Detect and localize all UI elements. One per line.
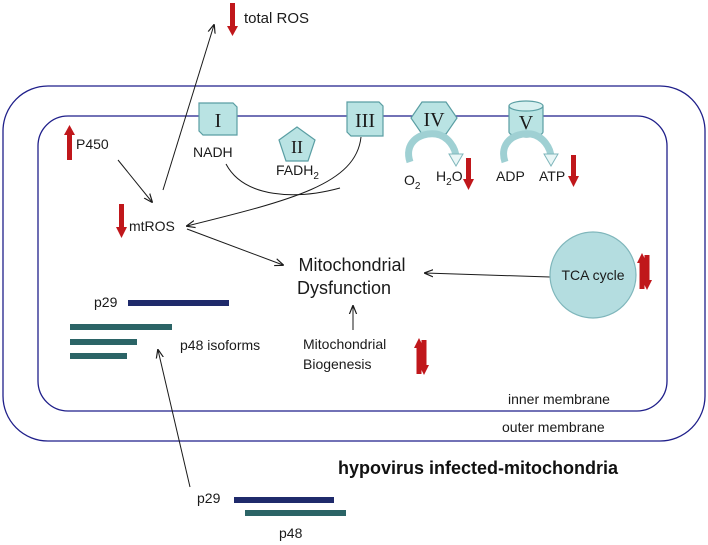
- p48-outer-bar: [245, 510, 346, 516]
- mtros-label: mtROS: [129, 218, 175, 234]
- tca-to-dysfunction-arrow: [425, 273, 551, 278]
- total-ros-down-arrow: [227, 3, 238, 36]
- nadh-label: NADH: [193, 144, 233, 160]
- adp-label: ADP: [496, 168, 525, 184]
- complex-iii-to-mtros-arrow: [187, 136, 362, 226]
- p29-outer-label: p29: [197, 490, 221, 506]
- complex-v-curved-arrow: [500, 130, 555, 164]
- p48-isoform-bar-2: [70, 339, 137, 345]
- biogenesis-label-line1: Mitochondrial: [303, 336, 386, 352]
- mtros-to-dysfunction-arrow: [186, 228, 283, 265]
- complex-v-label: V: [519, 112, 534, 134]
- p29-inner-bar: [128, 300, 229, 306]
- complex-iv-curved-arrow: [405, 130, 460, 164]
- mtros-down-arrow: [116, 204, 127, 238]
- complex-i: I: [198, 102, 238, 136]
- p450-to-mtros-arrow: [117, 159, 152, 202]
- p48-outer-label: p48: [279, 525, 303, 541]
- complex-iv-curved-arrow-head: [448, 153, 464, 167]
- dysfunction-label-line1: Mitochondrial: [298, 255, 405, 275]
- p48-isoform-bar-1: [70, 324, 172, 330]
- p48-isoform-bar-3: [70, 353, 127, 359]
- atp-label: ATP: [539, 168, 565, 184]
- o2-label: O2: [404, 172, 421, 192]
- fadh2-label: FADH2: [276, 162, 319, 182]
- complex-ii-label: II: [291, 137, 303, 157]
- tca-up-down-arrows: [637, 253, 652, 290]
- nadh-electron-path: [225, 163, 341, 196]
- complex-i-label: I: [215, 110, 222, 132]
- outer-membrane-label: outer membrane: [502, 419, 605, 435]
- outer-membrane-shape: [2, 85, 706, 442]
- p29-p48-import-arrow: [158, 350, 191, 488]
- complex-iii: III: [346, 101, 384, 137]
- mtros-to-total-ros-arrow: [162, 25, 214, 191]
- complex-ii: II: [278, 126, 316, 162]
- p29-inner-label: p29: [94, 294, 118, 310]
- p450-label: P450: [76, 136, 109, 152]
- p48-isoforms-label: p48 isoforms: [180, 337, 260, 353]
- inner-membrane-label: inner membrane: [508, 391, 610, 407]
- p450-up-arrow: [64, 125, 75, 160]
- biogenesis-up-down-arrows: [414, 338, 429, 375]
- complex-iv-label: IV: [423, 109, 445, 131]
- complex-v-curved-arrow-head: [543, 153, 559, 167]
- h2o-label: H2O: [436, 168, 463, 188]
- total-ros-label: total ROS: [244, 10, 309, 27]
- tca-cycle-label: TCA cycle: [561, 267, 624, 283]
- biogenesis-label-line2: Biogenesis: [303, 356, 372, 372]
- complex-iv: IV: [410, 101, 458, 135]
- complex-v: V: [508, 100, 544, 138]
- dysfunction-label-line2: Dysfunction: [297, 278, 391, 298]
- complex-iii-label: III: [355, 110, 375, 132]
- p29-outer-bar: [234, 497, 334, 503]
- tca-cycle-circle: [549, 231, 637, 319]
- atp-down-arrow: [568, 155, 579, 187]
- diagram-title: hypovirus infected-mitochondria: [338, 458, 619, 478]
- h2o-down-arrow: [463, 158, 474, 190]
